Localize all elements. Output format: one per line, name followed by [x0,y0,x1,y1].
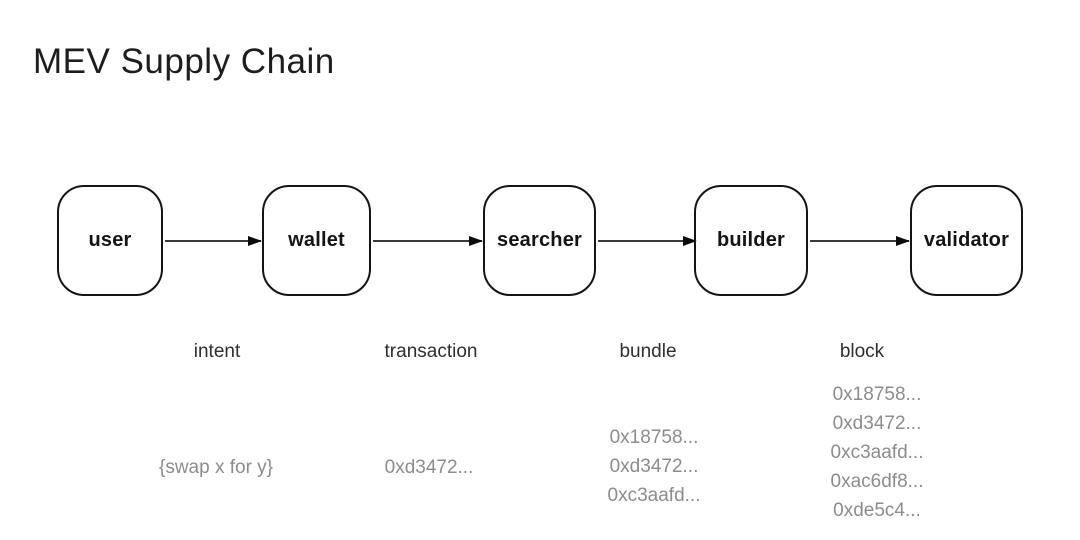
page-title: MEV Supply Chain [33,42,335,81]
arrow-right-icon [810,240,909,242]
stage-label-intent: intent [193,341,241,362]
payload-hash-line: 0xac6df8... [830,471,924,492]
flow-node-label: builder [716,229,786,251]
payload-hash-line: 0xc3aafd... [607,485,701,506]
payload-block: 0x18758... 0xd3472... 0xc3aafd... 0xac6d… [831,380,924,525]
payload-hash-line: 0xd3472... [832,413,922,434]
payload-intent: {swap x for y} [158,457,274,478]
stage-label-transaction: transaction [384,341,478,362]
flow-node-searcher: searcher [483,185,596,296]
flow-node-wallet: wallet [262,185,371,296]
stage-label-bundle: bundle [619,341,677,362]
arrow-right-icon [598,240,696,242]
payload-bundle: 0x18758... 0xd3472... 0xc3aafd... [608,423,701,510]
arrow-right-icon [165,240,261,242]
arrow-right-icon [373,240,482,242]
payload-hash-line: 0xde5c4... [833,500,921,521]
payload-hash-line: 0xc3aafd... [830,442,924,463]
payload-hash-line: 0x18758... [832,384,922,405]
flow-node-label: searcher [497,229,582,251]
stage-label-block: block [839,341,885,362]
payload-hash-line: 0x18758... [609,427,699,448]
flow-node-label: validator [923,229,1010,251]
flow-node-label: wallet [288,229,345,251]
flow-node-label: user [88,229,132,251]
flow-node-validator: validator [910,185,1023,296]
flow-node-builder: builder [694,185,808,296]
payload-hash-line: 0xd3472... [609,456,699,477]
flow-node-user: user [57,185,163,296]
payload-transaction: 0xd3472... [384,457,474,478]
